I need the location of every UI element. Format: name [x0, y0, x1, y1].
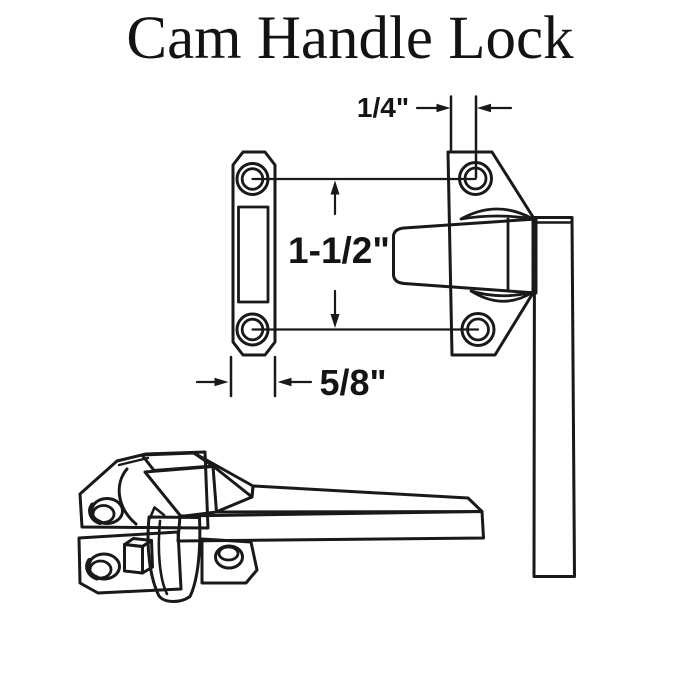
arrowhead-down [330, 314, 340, 328]
screw-hole [88, 497, 124, 525]
arrowhead-left [477, 103, 491, 113]
arrowhead-left [277, 377, 292, 387]
tongue-inner-edge [157, 519, 169, 596]
cam-lobe-top [459, 207, 535, 221]
screw-hole-shadow [88, 502, 103, 525]
cam-disc-arc [117, 467, 138, 526]
tongue-claw-detail [148, 506, 166, 520]
plate-thickness-edge [117, 456, 150, 467]
strike-plate [231, 150, 277, 357]
tongue-outline [146, 515, 202, 603]
keeper-block-front [123, 543, 144, 575]
screw-hole [85, 552, 121, 581]
dimension-label-offset-gap: 1/4" [357, 92, 409, 123]
handle-bar-vertical [532, 216, 576, 578]
screw-boss-inner [217, 545, 240, 562]
dimension-offset-gap: 1/4" [357, 92, 513, 179]
dimension-hole-spacing: 1-1/2" [251, 177, 480, 331]
handle-bar-horizontal [176, 451, 485, 543]
base-lower-lobe [77, 530, 183, 595]
handle-bar-front-face [176, 510, 485, 543]
page-title: Cam Handle Lock [126, 5, 574, 72]
base-upper-lobe [78, 450, 210, 530]
arrowhead-right [214, 377, 229, 387]
cam-latch-tongue [146, 506, 202, 603]
latch-tongue [392, 217, 538, 295]
front-view: 1-1/2" 1/4" [195, 92, 576, 578]
handle-bar-top-face [214, 484, 484, 514]
handle-hub [140, 451, 218, 518]
lock-body [392, 150, 538, 357]
screw-hole-shadow [85, 558, 100, 581]
arrowhead-up [330, 180, 340, 195]
dimension-label-hole-spacing: 1-1/2" [288, 230, 390, 271]
dimension-annotations: 1-1/2" 1/4" [195, 92, 513, 403]
hub-front-face [143, 465, 218, 518]
arrowhead-right [436, 103, 451, 113]
dimension-label-plate-width: 5/8" [319, 362, 386, 403]
handle-bar [532, 216, 576, 578]
strike-slot [237, 205, 270, 304]
dimension-plate-width: 5/8" [195, 355, 387, 403]
strike-plate-body [231, 150, 277, 357]
perspective-view [77, 450, 485, 603]
